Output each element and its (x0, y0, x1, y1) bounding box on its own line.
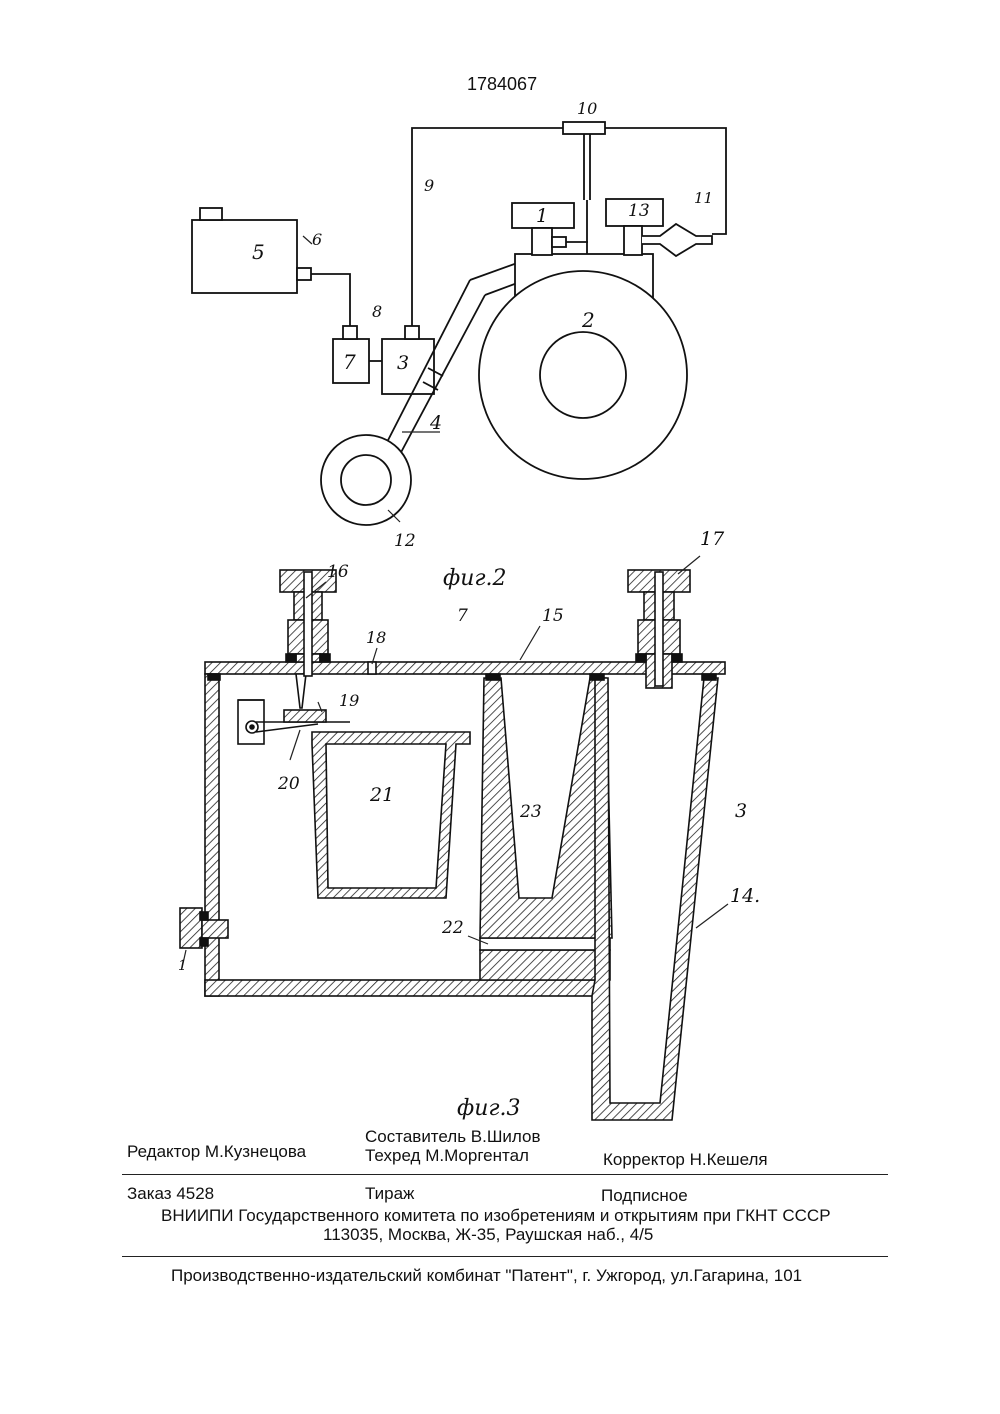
float-19 (284, 710, 326, 722)
pipe-6 (311, 274, 350, 326)
label-3-fig3: 3 (735, 800, 747, 822)
label-20: 20 (278, 774, 300, 794)
address: 113035, Москва, Ж-35, Раушская наб., 4/5 (323, 1225, 653, 1245)
institute: ВНИИПИ Государственного комитета по изоб… (161, 1206, 831, 1226)
rule-1 (122, 1174, 888, 1175)
separator-base (480, 950, 610, 980)
rule-2 (122, 1256, 888, 1257)
label-23: 23 (520, 802, 542, 822)
figure-2 (192, 122, 726, 525)
label-16: 16 (327, 562, 349, 582)
label-13: 13 (628, 201, 650, 221)
tee-10 (563, 122, 605, 134)
order: Заказ 4528 (127, 1184, 214, 1204)
left-wall (205, 674, 219, 996)
label-5: 5 (252, 240, 265, 264)
label-7-fig3: 7 (457, 606, 468, 626)
label-14: 14. (730, 885, 760, 907)
compiler: Составитель В.Шилов (365, 1127, 541, 1147)
label-9: 9 (424, 176, 434, 195)
wheel-12-outer (321, 435, 411, 525)
label-19: 19 (339, 691, 359, 710)
nozzle (642, 224, 712, 256)
label-22: 22 (442, 918, 464, 938)
label-7-fig2: 7 (343, 350, 356, 374)
label-8: 8 (372, 302, 382, 321)
publisher: Производственно-издательский комбинат "П… (171, 1266, 802, 1286)
corrector: Корректор Н.Кешеля (603, 1150, 768, 1170)
label-1-fig2: 1 (536, 205, 548, 227)
wheel-2-outer (479, 271, 687, 479)
fig2-caption: фиг.2 (443, 566, 507, 591)
circulation: Тираж (365, 1184, 414, 1204)
fig3-caption: фиг.3 (457, 1096, 521, 1121)
label-1-fig3: 1 (178, 958, 187, 974)
patent-number: 1784067 (467, 74, 537, 95)
tank-5 (192, 220, 297, 293)
label-18: 18 (366, 628, 386, 647)
editor: Редактор М.Кузнецова (127, 1142, 306, 1162)
figure-3 (180, 570, 725, 1120)
label-21: 21 (370, 784, 394, 806)
tank-cap (200, 208, 222, 220)
label-10: 10 (577, 99, 597, 118)
label-3-fig2: 3 (397, 352, 409, 374)
label-4: 4 (430, 412, 442, 434)
label-2: 2 (582, 308, 595, 332)
label-17: 17 (700, 528, 724, 550)
label-15: 15 (542, 606, 564, 626)
tank-outlet (297, 268, 311, 280)
techred: Техред М.Моргентал (365, 1146, 529, 1166)
label-11: 11 (694, 189, 713, 207)
label-6: 6 (312, 230, 322, 249)
bottom-left (205, 980, 595, 996)
subscription: Подписное (601, 1186, 688, 1206)
label-12: 12 (394, 531, 416, 551)
separator-23 (480, 678, 612, 938)
drain-plug-1 (180, 908, 202, 948)
